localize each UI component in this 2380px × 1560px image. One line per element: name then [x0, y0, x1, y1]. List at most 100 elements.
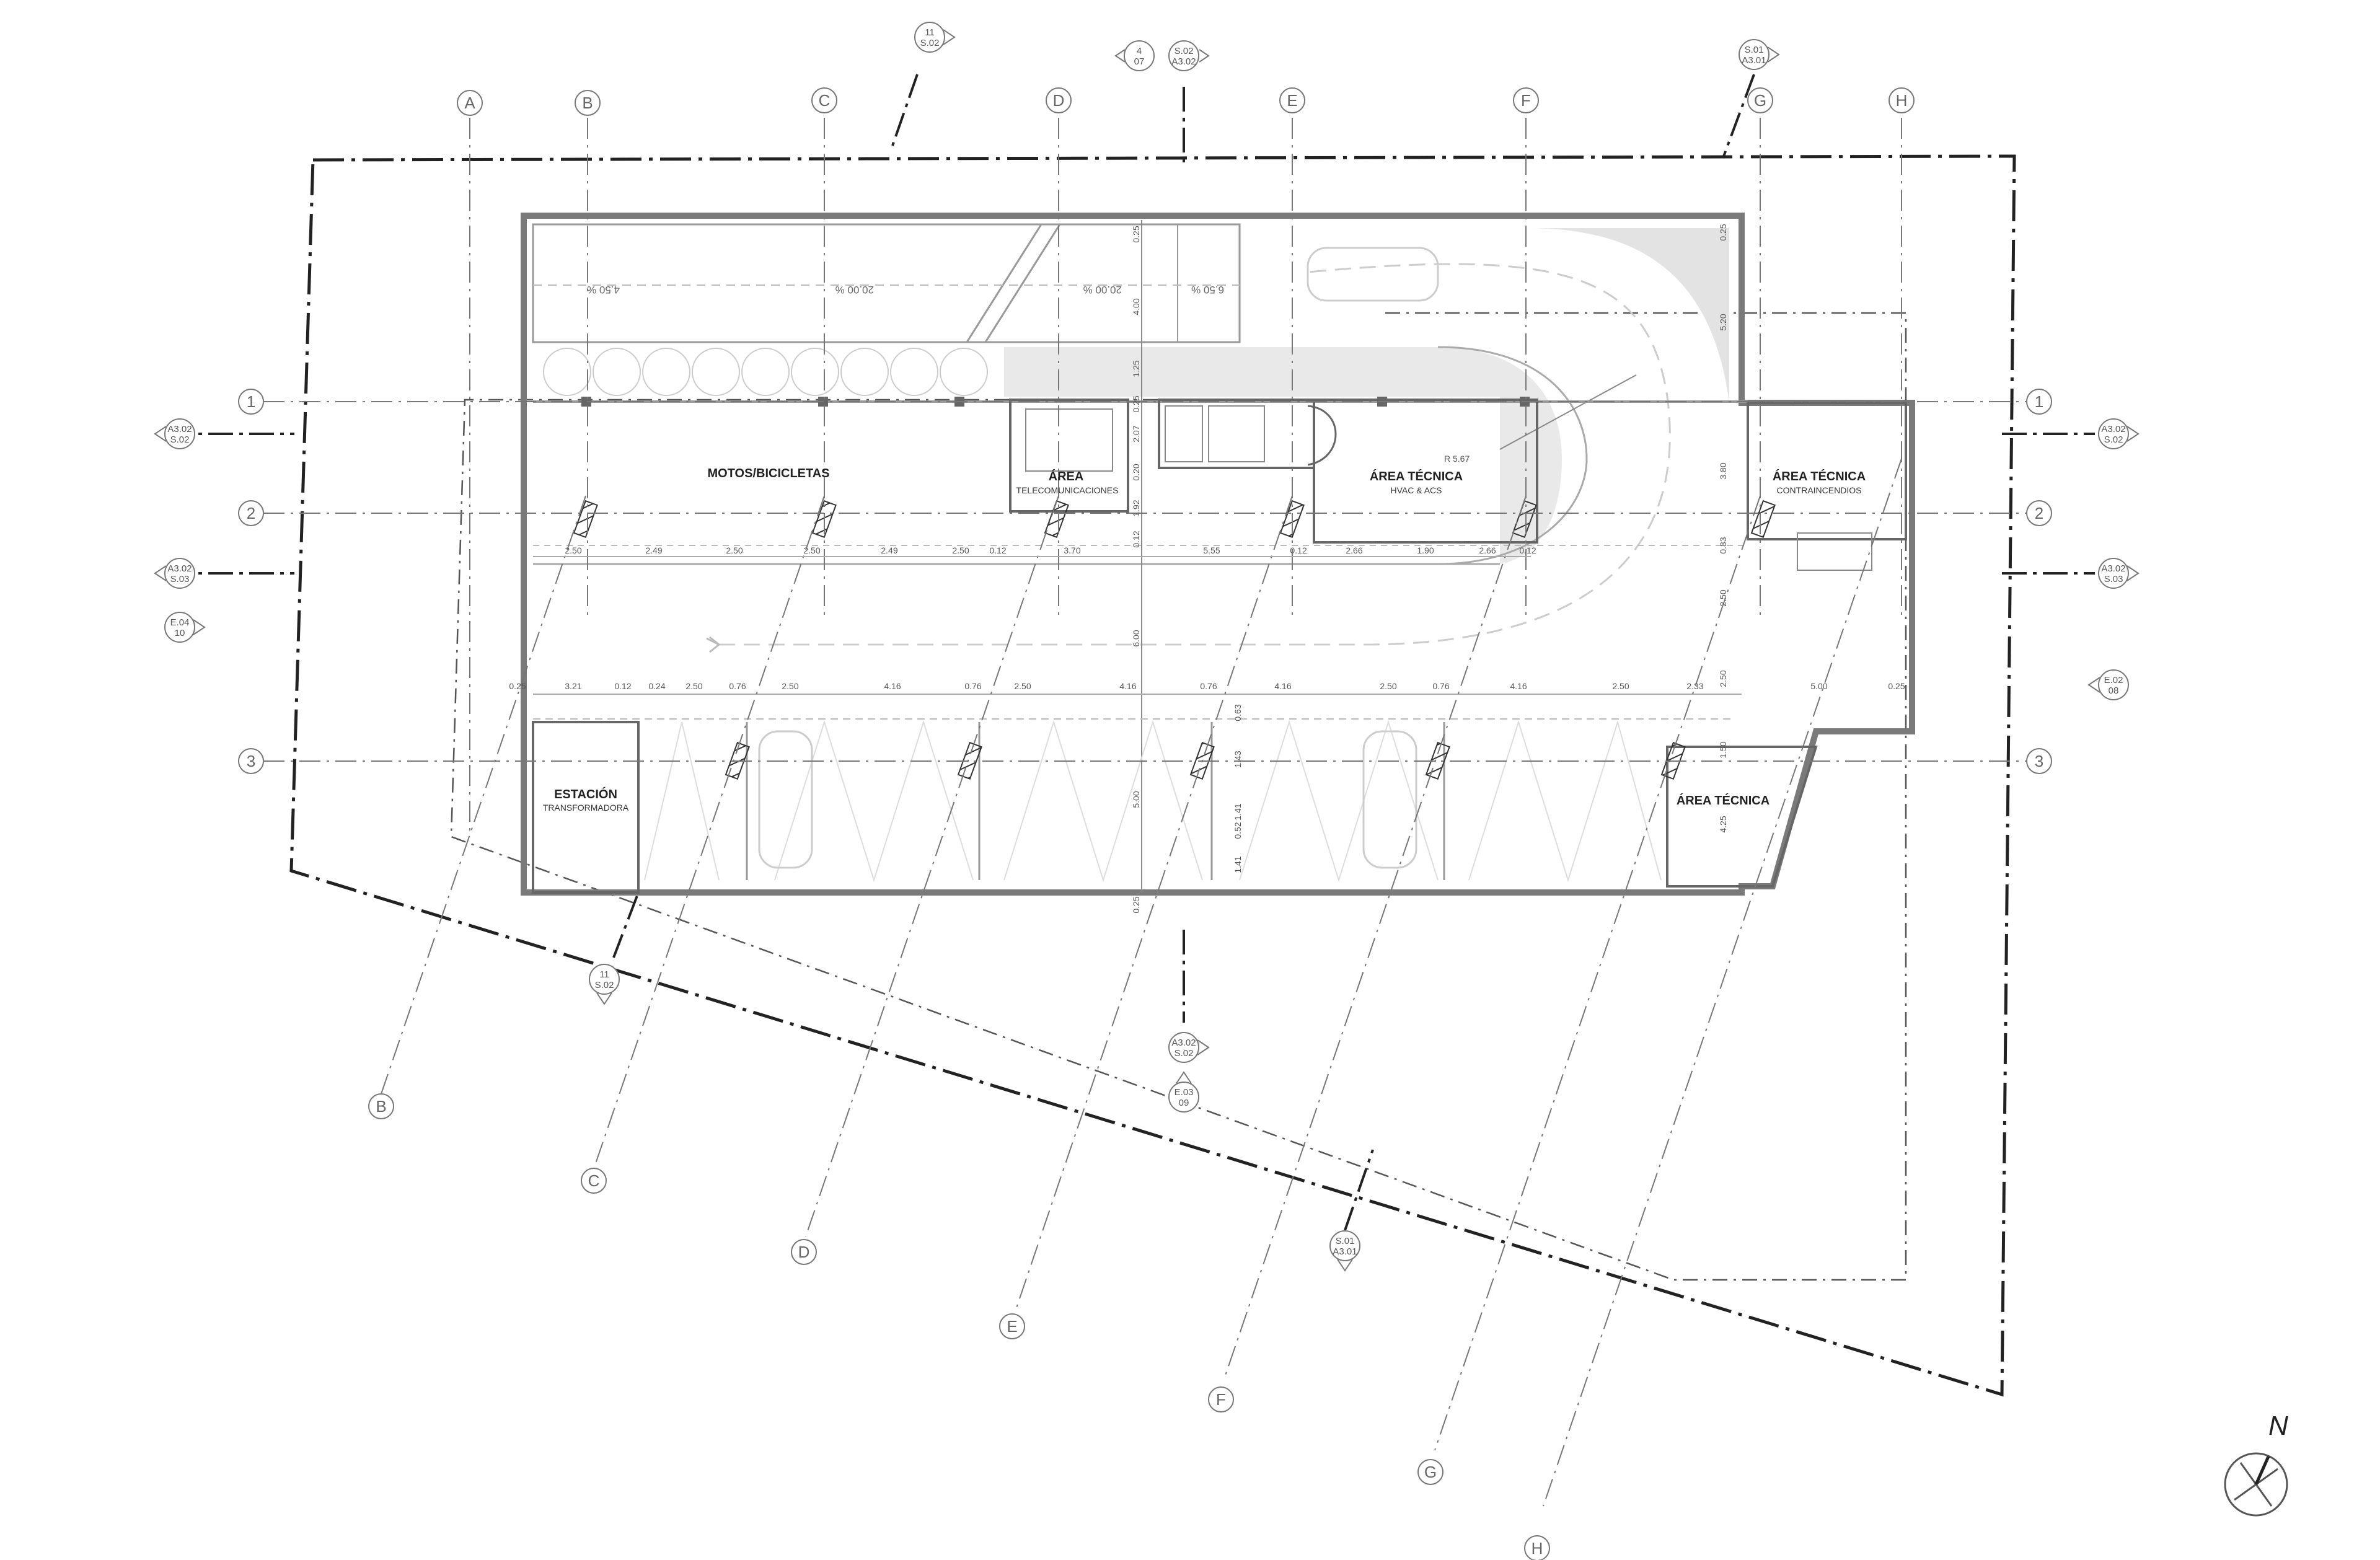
elevator-core — [1158, 399, 1315, 469]
room-tecnica-title: ÁREA TÉCNICA — [1677, 793, 1770, 808]
svg-text:07: 07 — [1134, 56, 1145, 67]
hvac-room — [1313, 399, 1538, 544]
svg-text:A3.02: A3.02 — [167, 424, 192, 434]
grid-label-h: H — [1896, 91, 1908, 110]
room-estacion-subtitle: TRANSFORMADORA — [543, 803, 629, 813]
svg-text:0.83: 0.83 — [1718, 537, 1728, 553]
dims-vertical: 0.25 4.00 1.25 0.25 2.07 0.20 1.92 0.12 … — [1131, 224, 1728, 913]
svg-text:6.00: 6.00 — [1131, 630, 1141, 646]
room-hvac-subtitle: HVAC & ACS — [1391, 485, 1442, 495]
svg-text:0.63: 0.63 — [1233, 704, 1243, 721]
svg-text:2.50: 2.50 — [782, 681, 798, 691]
svg-text:E.04: E.04 — [170, 617, 190, 628]
svg-text:4.00: 4.00 — [1131, 298, 1141, 315]
ramp-shade-top — [1531, 228, 1729, 403]
svg-text:S.03: S.03 — [2104, 574, 2123, 584]
room-contra-title: ÁREA TÉCNICA — [1773, 469, 1866, 483]
svg-text:5.00: 5.00 — [1131, 791, 1141, 808]
svg-text:E.03: E.03 — [1175, 1087, 1194, 1098]
svg-text:A3.01: A3.01 — [1742, 55, 1766, 66]
svg-text:08: 08 — [2109, 685, 2119, 696]
svg-text:5.55: 5.55 — [1203, 545, 1220, 555]
telecom-room — [1009, 399, 1129, 513]
svg-text:S.01: S.01 — [1745, 45, 1764, 55]
svg-text:11: 11 — [925, 27, 935, 38]
parking-diagonals — [644, 720, 1662, 883]
svg-text:2.50: 2.50 — [1718, 589, 1728, 606]
contraincendios-room — [1747, 402, 1907, 540]
north-label: N — [2268, 1411, 2288, 1441]
grid-lines-horizontal — [263, 401, 2027, 762]
slope-label-2: 20.00 % — [835, 284, 874, 296]
svg-text:2.50: 2.50 — [726, 545, 743, 555]
building-outline — [521, 213, 1915, 896]
structural-columns — [573, 500, 1776, 780]
svg-text:1.41: 1.41 — [1233, 856, 1243, 873]
svg-text:0.76: 0.76 — [1432, 681, 1449, 691]
grid-bubbles-numbers — [238, 389, 2052, 774]
svg-text:S.03: S.03 — [170, 574, 190, 584]
svg-text:3.21: 3.21 — [565, 681, 581, 691]
svg-text:0.12: 0.12 — [1131, 531, 1141, 547]
grid-num-2-right: 2 — [2035, 504, 2043, 522]
svg-text:S.02: S.02 — [1175, 46, 1194, 56]
svg-text:2.66: 2.66 — [1479, 545, 1496, 555]
svg-text:A3.02: A3.02 — [167, 563, 192, 574]
svg-text:1.41: 1.41 — [1233, 803, 1243, 820]
svg-text:0.12: 0.12 — [989, 545, 1006, 555]
svg-text:2.07: 2.07 — [1131, 425, 1141, 442]
svg-text:2.49: 2.49 — [881, 545, 897, 555]
svg-text:S.01: S.01 — [1336, 1236, 1355, 1246]
svg-text:A3.02: A3.02 — [2101, 563, 2125, 574]
room-hvac-title: ÁREA TÉCNICA — [1370, 469, 1463, 483]
svg-text:0.25: 0.25 — [509, 681, 526, 691]
svg-text:3.80: 3.80 — [1718, 462, 1728, 479]
slope-label-4: 6.50 % — [1191, 284, 1224, 296]
svg-text:0.76: 0.76 — [964, 681, 981, 691]
room-telecom-subtitle: TELECOMUNICACIONES — [1016, 485, 1119, 495]
svg-text:2.50: 2.50 — [565, 545, 581, 555]
stair-right — [1797, 532, 1872, 571]
svg-text:4.25: 4.25 — [1718, 816, 1728, 832]
svg-text:4.16: 4.16 — [1119, 681, 1136, 691]
grid-label-g: G — [1754, 91, 1766, 110]
curved-ramp — [533, 346, 1588, 565]
svg-text:4.16: 4.16 — [1510, 681, 1527, 691]
svg-text:5.00: 5.00 — [1810, 681, 1827, 691]
slope-label-1: 4.50 % — [587, 284, 620, 296]
north-arrow-icon — [2224, 1452, 2288, 1517]
svg-text:2.49: 2.49 — [645, 545, 662, 555]
svg-text:2.50: 2.50 — [685, 681, 702, 691]
car-icon — [758, 247, 1439, 869]
svg-text:4.16: 4.16 — [1274, 681, 1291, 691]
svg-text:1.25: 1.25 — [1131, 360, 1141, 377]
svg-text:09: 09 — [1179, 1098, 1189, 1108]
svg-text:3.70: 3.70 — [1064, 545, 1080, 555]
grid-num-3-right: 3 — [2035, 752, 2043, 770]
room-telecom-title: ÁREA — [1049, 469, 1084, 483]
svg-text:S.02: S.02 — [1175, 1048, 1194, 1059]
grid-label-b: B — [582, 94, 593, 112]
svg-text:4: 4 — [1137, 46, 1142, 56]
svg-text:A3.02: A3.02 — [1171, 56, 1196, 67]
svg-text:1.50: 1.50 — [1718, 741, 1728, 758]
svg-text:0.25: 0.25 — [1718, 224, 1728, 240]
grid-lines-vertical — [469, 118, 1902, 834]
svg-text:0.25: 0.25 — [1131, 395, 1141, 412]
svg-text:2.50: 2.50 — [952, 545, 969, 555]
section-tags — [164, 22, 2129, 1261]
svg-text:0.12: 0.12 — [1519, 545, 1536, 555]
svg-text:S.02: S.02 — [2104, 434, 2123, 445]
ramp-edge — [966, 224, 1042, 343]
svg-text:0.12: 0.12 — [1290, 545, 1307, 555]
svg-text:0.12: 0.12 — [614, 681, 631, 691]
svg-text:S.02: S.02 — [595, 980, 614, 990]
svg-text:0.25: 0.25 — [1131, 896, 1141, 913]
skew-label-e: E — [1007, 1317, 1017, 1336]
grid-label-e: E — [1287, 91, 1297, 110]
grid-label-c: C — [819, 91, 831, 110]
svg-text:S.02: S.02 — [170, 434, 190, 445]
turning-arc-2 — [706, 636, 721, 653]
